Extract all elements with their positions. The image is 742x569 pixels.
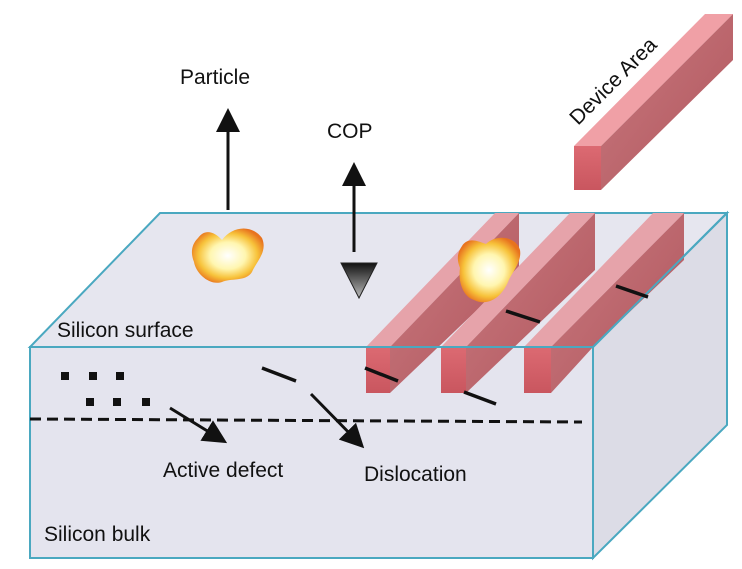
silicon-bulk-label: Silicon bulk [44,523,151,546]
dislocation-label: Dislocation [364,463,467,486]
silicon-front-face [29,346,594,559]
active-defect-arrow [169,406,228,444]
active-defect-label: Active defect [163,459,283,482]
dislocation-arrow [309,392,365,449]
dislocation-lines [261,284,649,406]
denuded-zone-line [29,417,583,424]
active-defect-dots [61,372,150,406]
cop-label: COP [327,120,373,143]
particle-label: Particle [180,66,250,89]
particle-icon [191,228,264,283]
device-area-bar [574,14,733,190]
device-particle-icon [457,237,521,303]
silicon-surface-label: Silicon surface [57,319,194,342]
device-bars [30,212,728,393]
cop-pit-icon [340,262,378,300]
